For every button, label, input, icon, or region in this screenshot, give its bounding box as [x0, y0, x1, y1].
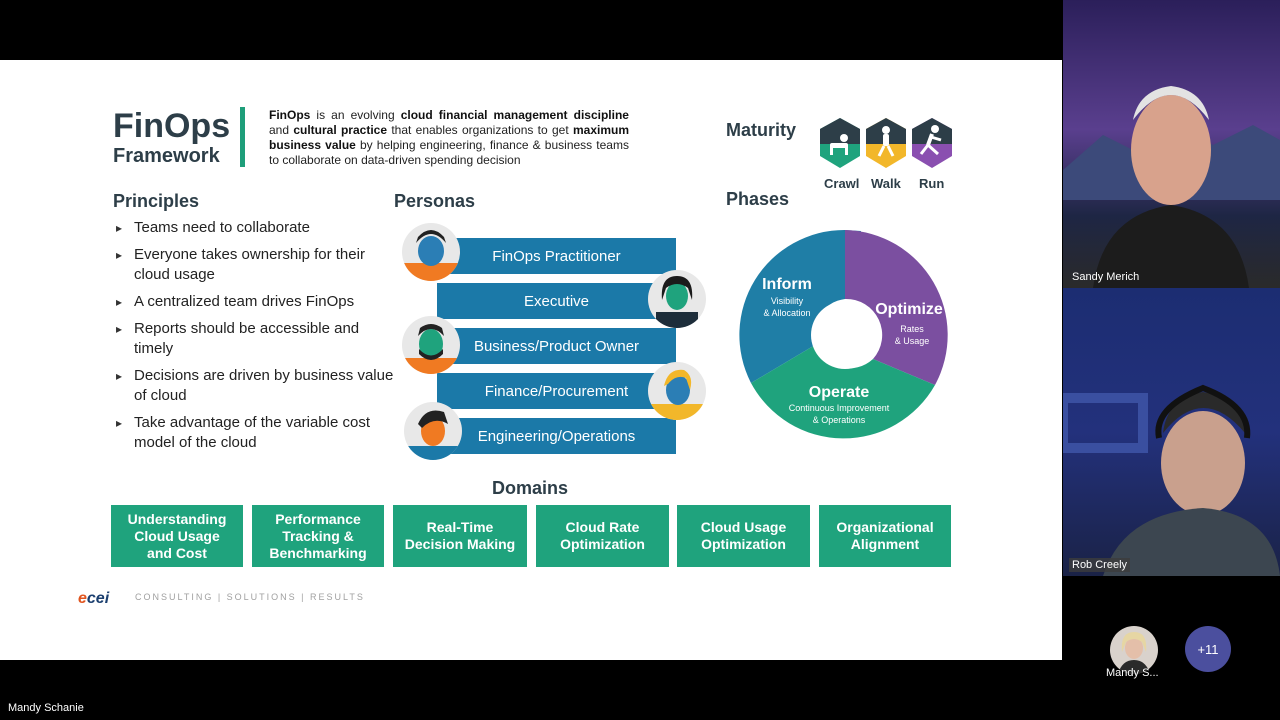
phase-operate-sub2: & Operations — [813, 415, 866, 425]
maturity-label-crawl: Crawl — [824, 176, 860, 191]
logo-cei: cei — [86, 590, 110, 607]
participant-name-rob: Rob Creely — [1069, 558, 1131, 572]
persona-engineering: Engineering/Operations — [437, 418, 676, 454]
phase-operate-sub1: Continuous Improvement — [789, 403, 890, 413]
maturity-label-run: Run — [919, 176, 945, 191]
phase-optimize-sub2: & Usage — [895, 336, 930, 346]
principles-list: Teams need to collaborate Everyone takes… — [116, 218, 396, 460]
cei-logo: ecei — [78, 590, 109, 608]
more-participants-button[interactable]: +11 — [1185, 626, 1231, 672]
persona-business-owner: Business/Product Owner — [437, 328, 676, 364]
principle-item: Take advantage of the variable cost mode… — [116, 413, 396, 453]
domain-line: Optimization — [701, 536, 786, 552]
participant-video-icon — [1063, 86, 1280, 288]
domains-title: Domains — [492, 478, 569, 498]
domain-line: Cloud Rate — [565, 519, 640, 535]
phase-optimize-title: Optimize — [875, 301, 943, 318]
phase-optimize-sub1: Rates — [900, 324, 924, 334]
domain-line: Understanding — [127, 510, 227, 527]
domain-line: Benchmarking — [269, 544, 367, 561]
domain-line: and Cost — [147, 544, 207, 561]
participant-thumb-name: Mandy S... — [1106, 667, 1159, 679]
principle-item: Reports should be accessible and timely — [116, 319, 396, 359]
persona-finance: Finance/Procurement — [437, 373, 676, 409]
principles-title: Principles — [113, 191, 200, 211]
participant-avatar-mandy[interactable] — [1110, 626, 1158, 674]
domain-line: Decision Making — [404, 536, 516, 552]
personas-title: Personas — [394, 191, 476, 211]
title-main: FinOps — [113, 107, 231, 145]
presenter-name: Mandy Schanie — [8, 702, 84, 714]
intro-bold-finops: FinOps — [269, 108, 311, 122]
shared-slide: FinOps Framework FinOps is an evolving c… — [0, 60, 1062, 660]
domain-line: Cloud Usage — [700, 519, 787, 535]
crawl-icon — [820, 118, 860, 168]
logo-e: e — [78, 590, 87, 607]
intro-text-6: that enables organizations to get — [387, 123, 573, 137]
video-tile-rob[interactable]: Rob Creely — [1063, 288, 1280, 576]
domain-line: Organizational — [836, 519, 934, 535]
domain-line: Alignment — [850, 536, 920, 552]
intro-bold-value: maximum business value — [269, 123, 630, 152]
intro-bold-discipline: cloud financial management discipline — [400, 108, 629, 122]
persona-avatar-icon — [648, 362, 706, 420]
principle-item: Everyone takes ownership for their cloud… — [116, 245, 396, 285]
persona-avatar-icon — [402, 223, 460, 281]
participant-name-sandy: Sandy Merich — [1072, 271, 1140, 283]
persona-avatar-icon — [404, 402, 462, 460]
domain-line: Tracking & — [282, 527, 354, 544]
intro-text: FinOps is an evolving cloud financial ma… — [269, 108, 629, 168]
principle-item: Decisions are driven by business value o… — [116, 366, 396, 406]
phase-inform-sub1: Visibility — [771, 296, 804, 306]
domain-line: Optimization — [560, 536, 645, 552]
persona-avatar-icon — [648, 270, 706, 328]
phases-title: Phases — [726, 189, 790, 209]
principle-item: Teams need to collaborate — [116, 218, 396, 238]
participant-video-icon — [1063, 384, 1280, 576]
maturity-label-walk: Walk — [871, 176, 901, 191]
phases-cycle-diagram: Inform Visibility & Allocation Optimize … — [739, 229, 948, 439]
title-sub: Framework — [113, 145, 220, 167]
persona-finops-practitioner: FinOps Practitioner — [437, 238, 676, 274]
phase-inform-sub2: & Allocation — [763, 308, 810, 318]
intro-text-8: by helping engineering, finance & busine… — [269, 138, 629, 167]
phase-optimize-segment — [845, 230, 948, 385]
principle-item: A centralized team drives FinOps — [116, 292, 396, 312]
run-icon — [912, 118, 952, 168]
slide-title: FinOps Framework — [113, 108, 230, 168]
phase-inform-title: Inform — [762, 276, 812, 293]
phase-operate-segment — [751, 345, 935, 439]
domain-line: Performance — [275, 510, 361, 527]
walk-icon — [866, 118, 906, 168]
domain-line: Real-Time — [426, 519, 494, 535]
domain-line: Cloud Usage — [134, 527, 220, 544]
phase-operate-title: Operate — [809, 384, 870, 401]
footer-tagline: CONSULTING | SOLUTIONS | RESULTS — [135, 592, 365, 602]
intro-text-2: is an evolving — [310, 108, 401, 122]
title-divider — [240, 107, 245, 167]
maturity-title: Maturity — [726, 120, 797, 140]
video-tile-sandy[interactable]: Sandy Merich — [1063, 0, 1280, 288]
maturity-icons — [820, 118, 952, 168]
intro-bold-cultural: cultural practice — [293, 123, 388, 137]
persona-executive: Executive — [437, 283, 676, 319]
intro-text-4: and — [269, 123, 294, 137]
persona-avatar-icon — [402, 316, 460, 374]
